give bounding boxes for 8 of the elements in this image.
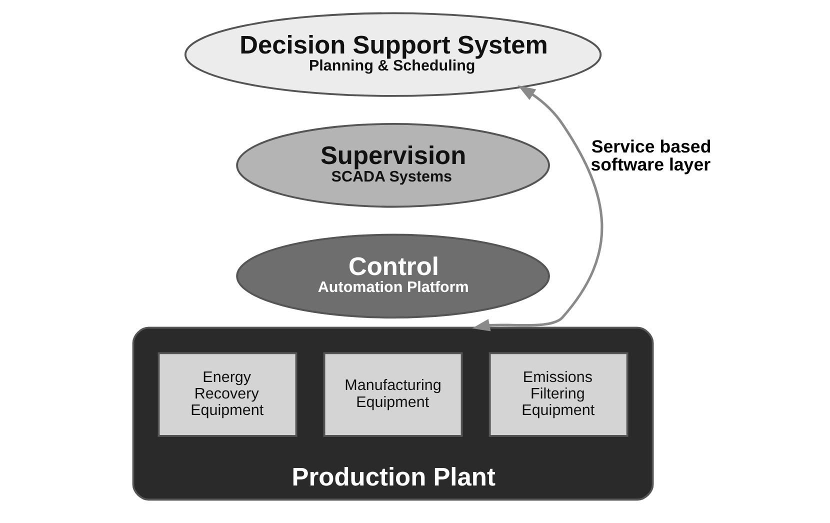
arrow [472, 85, 603, 332]
edge-label: Service based software layer [590, 136, 711, 174]
node-ellipse: Control Automation Platform [236, 234, 550, 318]
node-box: Manufacturing Equipment [322, 352, 462, 437]
node-ellipse: Decision Support System Planning & Scheduling [184, 12, 602, 97]
node-box: Energy Recovery Equipment [157, 352, 297, 437]
node-box: Emissions Filtering Equipment [488, 352, 628, 437]
node-ellipse: Supervision SCADA Systems [236, 123, 550, 208]
